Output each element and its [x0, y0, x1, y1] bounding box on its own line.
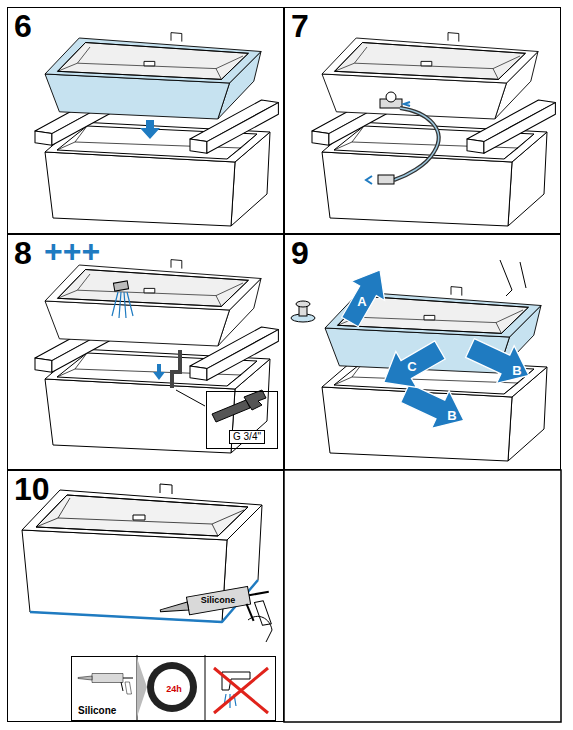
step-10-illustration — [78, 674, 133, 695]
time-label: 24h — [166, 685, 182, 694]
step-panel: 9 — [284, 234, 561, 470]
material-label: Silicone — [201, 596, 236, 605]
step-10-illustration — [248, 616, 272, 642]
step-number: 9 — [291, 237, 309, 269]
step-marker: +++ — [44, 235, 100, 267]
step-10-illustration — [154, 669, 190, 705]
step-7-illustration — [378, 175, 394, 184]
step-9-illustration — [322, 357, 547, 461]
step-10-illustration — [137, 658, 147, 717]
callout-letter: A — [357, 295, 366, 308]
step-8-illustration — [212, 400, 250, 422]
step-9-illustration — [333, 260, 396, 331]
thread-size-label: G 3/4" — [229, 430, 265, 444]
step-10-illustration — [36, 495, 248, 536]
step-7-illustration — [404, 102, 410, 106]
step-7-illustration — [394, 108, 439, 180]
step-6-illustration — [35, 33, 278, 226]
step-10-illustration — [22, 490, 262, 540]
step-10-illustration — [30, 580, 258, 622]
callout-letter: C — [407, 360, 416, 373]
step-10-illustration — [133, 515, 145, 520]
step-8-illustration — [112, 292, 133, 318]
step-6-illustration — [45, 33, 261, 119]
step-9-illustration — [461, 329, 537, 394]
step-10-illustration — [22, 484, 274, 720]
material-label: Silicone — [78, 706, 116, 716]
step-9-illustration — [291, 260, 547, 461]
step-8-illustration — [176, 390, 205, 406]
step-7-illustration — [322, 33, 538, 119]
step-9-illustration — [373, 332, 450, 401]
step-10-illustration — [160, 484, 172, 494]
step-number: 7 — [291, 10, 309, 42]
icon-strip: Silicone 24h — [71, 656, 276, 721]
step-number: 6 — [14, 10, 32, 42]
step-10-illustration — [159, 583, 274, 642]
step-panel: 6 — [7, 7, 284, 234]
step-9-illustration — [296, 301, 310, 307]
step-7-illustration — [312, 33, 555, 226]
step-7-illustration — [366, 176, 372, 184]
step-7-illustration — [386, 92, 396, 102]
step-8-illustration — [172, 350, 180, 388]
step-8-illustration — [113, 281, 128, 291]
step-6-illustration — [140, 120, 160, 139]
step-panel: 10Silicone 24h — [7, 470, 284, 722]
step-panel: 7 — [284, 7, 561, 234]
step-8-illustration — [153, 364, 165, 380]
step-8-illustration — [35, 260, 278, 453]
step-number: 8 — [14, 237, 32, 269]
step-10-illustration — [147, 662, 197, 712]
step-7-illustration — [394, 108, 439, 180]
step-10-illustration — [36, 498, 244, 536]
step-10-illustration — [205, 655, 206, 720]
step-number: 10 — [14, 473, 50, 505]
callout-box: G 3/4" — [206, 391, 278, 449]
step-panel: 8 +++ G 3/4" — [7, 234, 284, 470]
step-10-illustration — [214, 668, 268, 713]
callout-letter: B — [512, 364, 521, 377]
step-8-illustration — [244, 390, 266, 410]
callout-letter: B — [447, 409, 456, 422]
empty-cell — [284, 470, 561, 722]
step-8-illustration — [45, 260, 261, 346]
step-9-illustration — [500, 260, 526, 296]
